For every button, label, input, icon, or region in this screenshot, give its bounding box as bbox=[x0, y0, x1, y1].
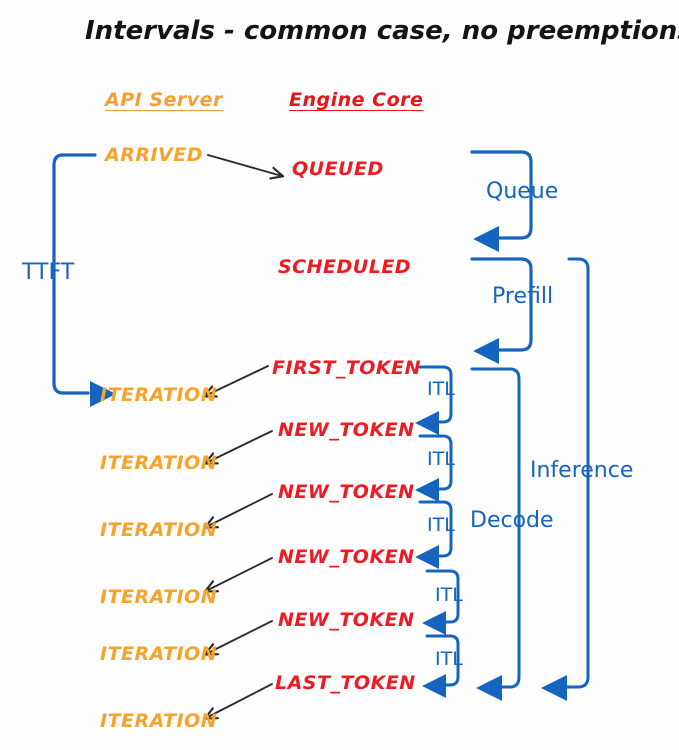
arrow-new-token-to-iteration-2 bbox=[206, 493, 273, 527]
itl-bracket-1 bbox=[415, 365, 453, 435]
arrow-first-token-to-iteration bbox=[205, 365, 269, 396]
queue-bracket bbox=[470, 150, 533, 252]
itl-bracket-5 bbox=[422, 634, 460, 698]
state-new-token-4: NEW_TOKEN bbox=[278, 609, 415, 631]
interval-label-itl-5: ITL bbox=[435, 648, 463, 670]
state-iteration-6: ITERATION bbox=[100, 710, 218, 732]
ttft-bracket bbox=[52, 153, 116, 407]
state-first-token: FIRST_TOKEN bbox=[272, 357, 422, 379]
state-new-token-1: NEW_TOKEN bbox=[278, 419, 415, 441]
inference-bracket bbox=[541, 257, 590, 701]
column-header-api-server: API Server bbox=[105, 89, 223, 111]
state-iteration-1: ITERATION bbox=[100, 384, 218, 406]
state-arrived: ARRIVED bbox=[105, 144, 203, 166]
interval-label-queue: Queue bbox=[486, 179, 559, 204]
interval-label-itl-3: ITL bbox=[427, 514, 455, 536]
itl-bracket-2 bbox=[415, 434, 453, 502]
state-new-token-3: NEW_TOKEN bbox=[278, 546, 415, 568]
interval-label-itl-2: ITL bbox=[427, 448, 455, 470]
state-iteration-2: ITERATION bbox=[100, 452, 218, 474]
state-new-token-2: NEW_TOKEN bbox=[278, 481, 415, 503]
itl-bracket-4 bbox=[422, 569, 460, 635]
decode-bracket bbox=[470, 367, 521, 701]
state-iteration-5: ITERATION bbox=[100, 643, 218, 665]
state-iteration-4: ITERATION bbox=[100, 586, 218, 608]
page-title: Intervals - common case, no preemptions bbox=[85, 16, 679, 46]
itl-bracket-3 bbox=[415, 500, 453, 569]
interval-label-ttft: TTFT bbox=[22, 260, 75, 285]
arrow-new-token-to-iteration-3 bbox=[206, 557, 273, 591]
state-last-token: LAST_TOKEN bbox=[275, 672, 416, 694]
state-scheduled: SCHEDULED bbox=[278, 256, 412, 278]
interval-label-inference: Inference bbox=[530, 458, 634, 483]
interval-label-prefill: Prefill bbox=[492, 284, 554, 309]
interval-label-itl-4: ITL bbox=[435, 584, 463, 606]
arrow-new-token-to-iteration-4 bbox=[206, 620, 273, 654]
state-queued: QUEUED bbox=[292, 158, 384, 180]
arrow-new-token-to-iteration-1 bbox=[206, 430, 273, 463]
interval-label-decode: Decode bbox=[470, 508, 554, 533]
interval-label-itl-1: ITL bbox=[427, 378, 455, 400]
column-header-engine-core: Engine Core bbox=[289, 89, 424, 111]
arrow-arrived-to-queued bbox=[207, 154, 282, 176]
prefill-bracket bbox=[470, 257, 533, 364]
state-iteration-3: ITERATION bbox=[100, 519, 218, 541]
state-transition-arrows bbox=[205, 154, 282, 718]
arrow-last-token-to-iteration bbox=[206, 683, 273, 718]
